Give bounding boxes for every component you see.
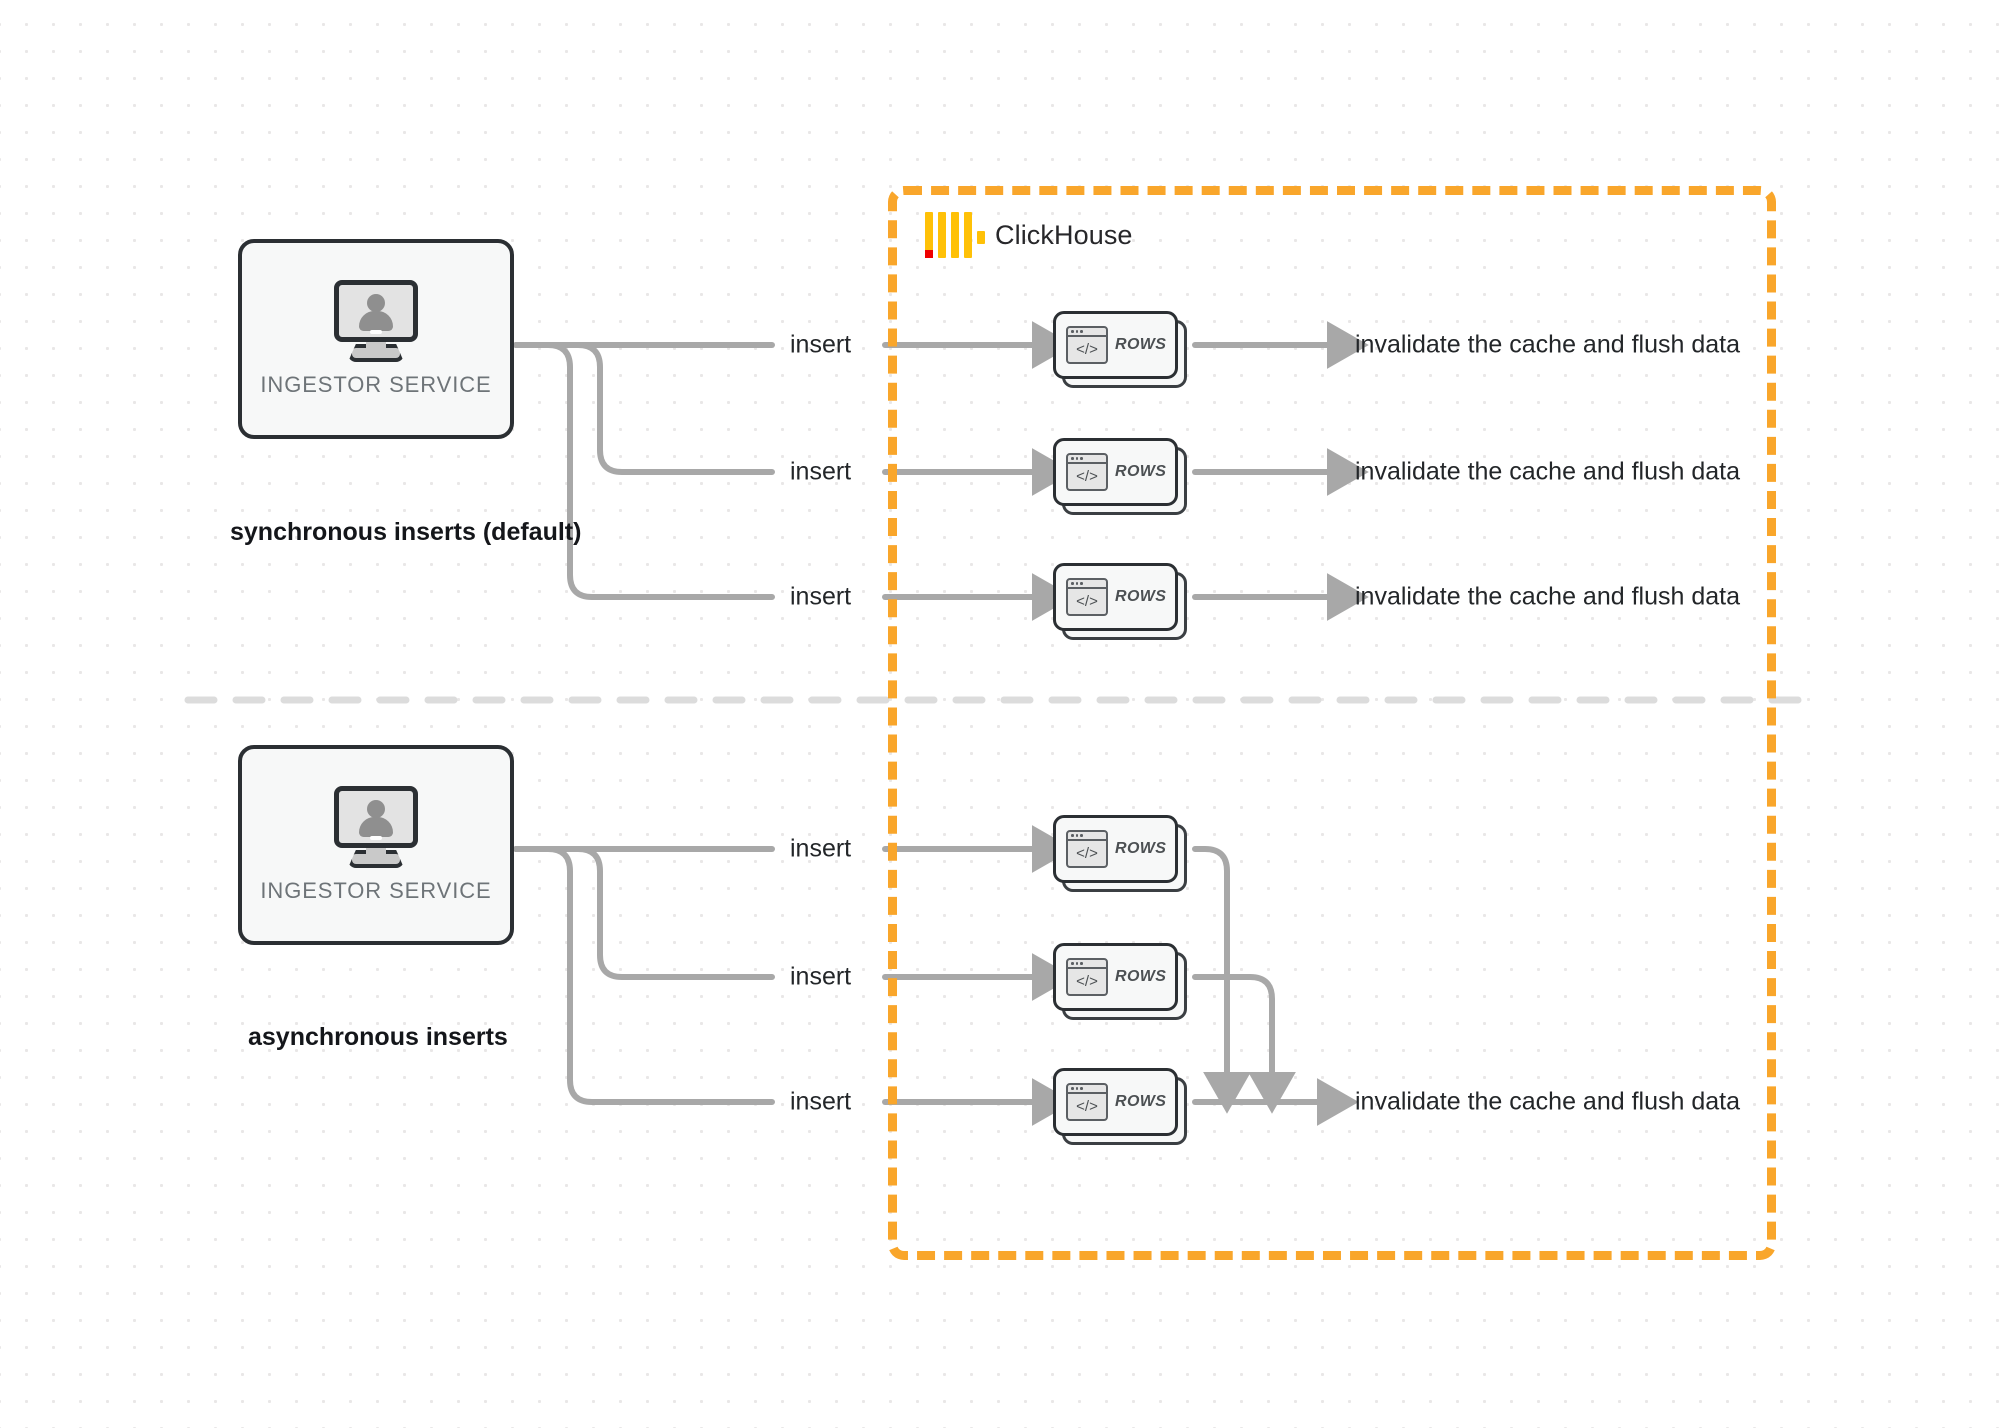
- caption-synchronous-inserts: synchronous inserts (default): [230, 518, 582, 546]
- rows-card-front: </> ROWS: [1053, 1068, 1178, 1136]
- output-label-sync-3: invalidate the cache and flush data: [1355, 582, 1740, 611]
- ingestor-service-sync-label: INGESTOR SERVICE: [260, 372, 492, 397]
- code-window-icon: </>: [1066, 830, 1108, 868]
- rows-card-front: </> ROWS: [1053, 815, 1178, 883]
- code-window-icon: </>: [1066, 578, 1108, 616]
- clickhouse-boundary: [888, 186, 1776, 1260]
- rows-node-sync-2[interactable]: </> ROWS: [1053, 438, 1187, 515]
- rows-node-label: ROWS: [1115, 968, 1167, 985]
- output-label-sync-1: invalidate the cache and flush data: [1355, 330, 1740, 359]
- ingestor-service-sync[interactable]: INGESTOR SERVICE: [238, 239, 514, 439]
- clickhouse-brand-label: ClickHouse: [995, 219, 1133, 250]
- rows-node-label: ROWS: [1115, 1093, 1167, 1110]
- rows-node-async-3[interactable]: </> ROWS: [1053, 1068, 1187, 1145]
- code-window-icon: </>: [1066, 453, 1108, 491]
- insert-label-sync-1: insert: [790, 330, 852, 359]
- rows-node-sync-3[interactable]: </> ROWS: [1053, 563, 1187, 640]
- rows-card-front: </> ROWS: [1053, 563, 1178, 631]
- rows-card-front: </> ROWS: [1053, 943, 1178, 1011]
- rows-node-async-2[interactable]: </> ROWS: [1053, 943, 1187, 1020]
- clickhouse-logo-icon: [925, 212, 985, 258]
- insert-label-sync-3: insert: [790, 582, 852, 611]
- caption-asynchronous-inserts: asynchronous inserts: [248, 1023, 508, 1051]
- insert-label-async-3: insert: [790, 1087, 852, 1116]
- insert-label-sync-2: insert: [790, 457, 852, 486]
- rows-node-async-1[interactable]: </> ROWS: [1053, 815, 1187, 892]
- insert-label-async-2: insert: [790, 962, 852, 991]
- rows-node-label: ROWS: [1115, 463, 1167, 480]
- output-label-async-merged: invalidate the cache and flush data: [1355, 1087, 1740, 1116]
- code-window-icon: </>: [1066, 1083, 1108, 1121]
- insert-label-async-1: insert: [790, 834, 852, 863]
- code-window-icon: </>: [1066, 326, 1108, 364]
- clickhouse-brand: ClickHouse: [925, 212, 1133, 258]
- rows-node-label: ROWS: [1115, 336, 1167, 353]
- ingestor-service-async[interactable]: INGESTOR SERVICE: [238, 745, 514, 945]
- rows-node-sync-1[interactable]: </> ROWS: [1053, 311, 1187, 388]
- output-label-sync-2: invalidate the cache and flush data: [1355, 457, 1740, 486]
- monitor-user-icon: [330, 280, 422, 362]
- rows-node-label: ROWS: [1115, 588, 1167, 605]
- monitor-user-icon: [330, 786, 422, 868]
- ingestor-service-async-label: INGESTOR SERVICE: [260, 878, 492, 903]
- code-window-icon: </>: [1066, 958, 1108, 996]
- rows-card-front: </> ROWS: [1053, 311, 1178, 379]
- rows-node-label: ROWS: [1115, 840, 1167, 857]
- rows-card-front: </> ROWS: [1053, 438, 1178, 506]
